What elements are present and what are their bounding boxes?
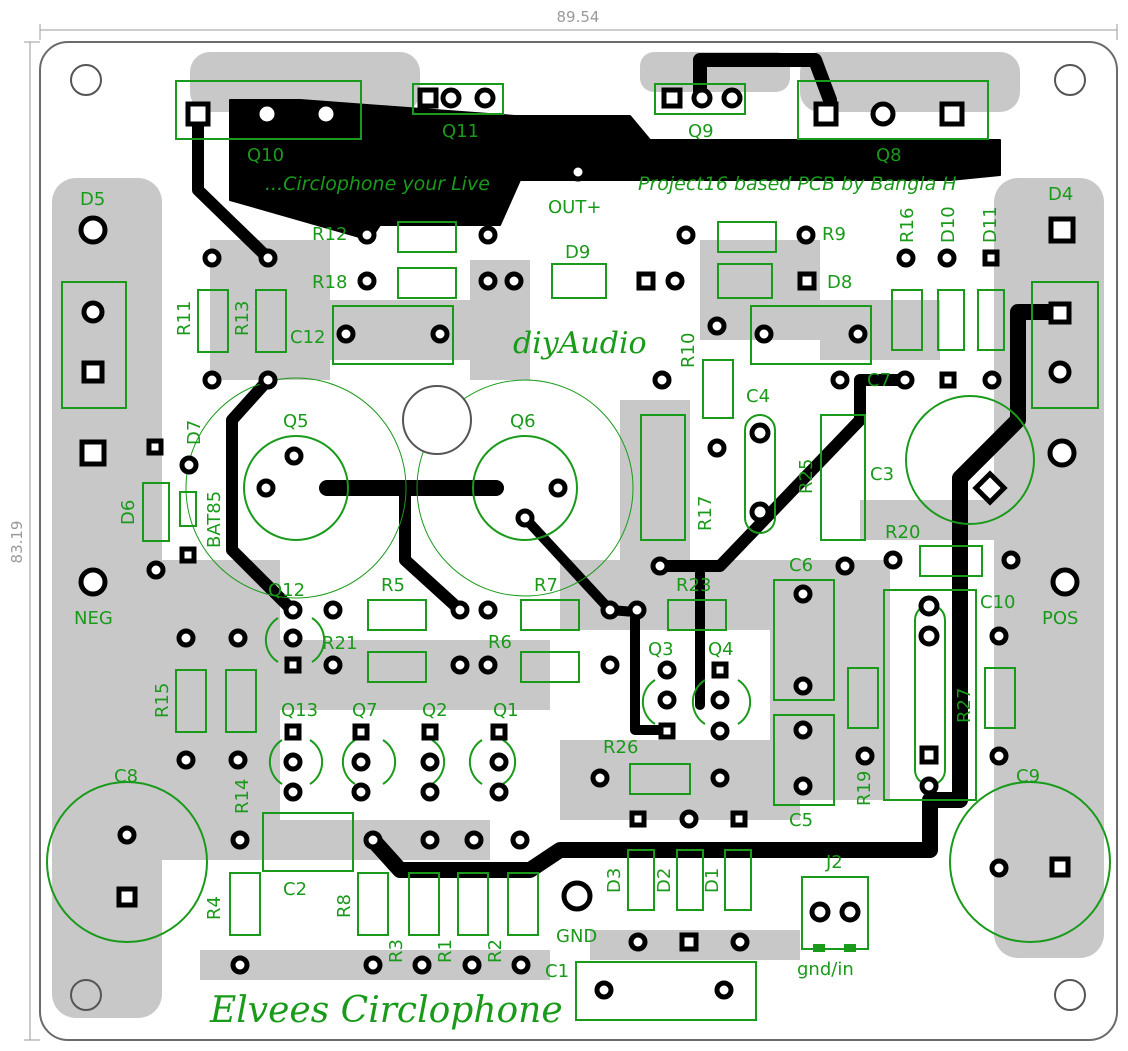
ref-r10: R10: [678, 333, 699, 368]
ref-r7: R7: [534, 575, 558, 596]
ref-r4: R4: [204, 896, 225, 920]
q8-outline: [797, 80, 989, 140]
ref-c10: C10: [980, 592, 1015, 613]
ref-q7: Q7: [352, 700, 378, 721]
ref-q11: Q11: [442, 121, 479, 142]
ref-d3: D3: [604, 868, 625, 893]
ref-r23: R23: [676, 575, 711, 596]
label-gnd: GND: [556, 926, 597, 947]
ref-d1: D1: [702, 868, 723, 893]
silkscreen-outlines: [46, 80, 1111, 1021]
ref-d6: D6: [118, 500, 139, 525]
dimension-lines: [24, 24, 1118, 1041]
height-dimension: 83.19: [8, 521, 26, 564]
ref-r17: R17: [695, 496, 716, 531]
ref-d9: D9: [565, 242, 590, 263]
ref-d8: D8: [827, 272, 852, 293]
board-texts: ...Circlophone your Live Project16 based…: [74, 173, 1078, 1031]
q5-body: [243, 435, 349, 541]
ref-d11: D11: [980, 206, 1001, 243]
d5-heatsink-outline: [61, 281, 127, 409]
label-bat85: BAT85: [204, 491, 225, 548]
c9-body: [949, 781, 1111, 943]
ref-d2: D2: [654, 868, 675, 893]
ref-r3: R3: [386, 939, 407, 963]
ref-c6: C6: [789, 555, 813, 576]
tagline-right: Project16 based PCB by Bangla H: [638, 173, 957, 195]
q6-body: [472, 435, 578, 541]
ref-r1: R1: [435, 939, 456, 963]
ref-r12: R12: [312, 224, 347, 245]
ref-q1: Q1: [493, 700, 519, 721]
ref-r13: R13: [232, 301, 253, 336]
ref-c5: C5: [789, 810, 813, 831]
d4-heatsink-outline: [1031, 281, 1099, 409]
ref-c7: C7: [867, 370, 891, 391]
ref-r19: R19: [854, 771, 875, 806]
ref-j2: J2: [825, 852, 843, 873]
ref-c12: C12: [290, 327, 325, 348]
ref-r5: R5: [381, 575, 405, 596]
mount-hole-top-right: [1054, 64, 1086, 96]
ref-r6: R6: [488, 632, 512, 653]
ref-q8: Q8: [876, 145, 902, 166]
ref-r27: R27: [954, 688, 975, 723]
ref-c9: C9: [1016, 766, 1040, 787]
ref-c1: C1: [545, 961, 569, 982]
ref-d4: D4: [1048, 184, 1073, 205]
ref-q13: Q13: [281, 700, 318, 721]
mount-hole-bottom-left: [70, 979, 102, 1011]
ref-c8: C8: [114, 766, 138, 787]
label-out: OUT+: [548, 197, 601, 218]
ref-r18: R18: [312, 272, 347, 293]
label-pos: POS: [1042, 608, 1078, 629]
q6-heatsink-ring: [416, 379, 634, 597]
ref-r21: R21: [322, 633, 357, 654]
c3-body: [905, 395, 1035, 525]
ref-d7: D7: [184, 420, 205, 445]
q10-outline: [175, 80, 362, 140]
ref-r2: R2: [485, 939, 506, 963]
q5-heatsink-ring: [185, 377, 407, 599]
c8-body: [46, 781, 208, 943]
ref-r8: R8: [334, 894, 355, 918]
ref-r25: R25: [796, 459, 817, 494]
ref-d10: D10: [938, 206, 959, 243]
ref-r11: R11: [174, 301, 195, 336]
ref-c4: C4: [746, 386, 770, 407]
ref-r20: R20: [885, 522, 920, 543]
ref-q4: Q4: [708, 639, 734, 660]
ref-q5: Q5: [283, 411, 309, 432]
ref-q9: Q9: [688, 121, 714, 142]
ref-c3: C3: [870, 464, 894, 485]
q11-outline: [412, 83, 504, 115]
ref-c2: C2: [283, 879, 307, 900]
board-title: Elvees Circlophone: [209, 990, 563, 1031]
q9-outline: [654, 83, 746, 115]
mount-hole-top-left: [70, 64, 102, 96]
reference-designators: Q10 Q11 Q9 Q8 D5 D4 R12 R9 R18 D9 D8 R16…: [80, 121, 1073, 982]
center-screw-icon: [402, 385, 472, 455]
ref-r15: R15: [152, 683, 173, 718]
label-neg: NEG: [74, 608, 113, 629]
ref-q6: Q6: [510, 411, 536, 432]
label-gnd-in: gnd/in: [797, 959, 854, 980]
ref-r26: R26: [603, 737, 638, 758]
tagline-left: ...Circlophone your Live: [265, 173, 490, 195]
ref-q12: Q12: [268, 580, 305, 601]
brand-logo: diyAudio: [513, 326, 647, 361]
ref-q2: Q2: [422, 700, 448, 721]
ref-q10: Q10: [247, 145, 284, 166]
mount-hole-bottom-right: [1054, 979, 1086, 1011]
ref-q3: Q3: [648, 639, 674, 660]
pads: [78, 87, 1080, 1000]
ref-r14: R14: [232, 779, 253, 814]
ref-r16: R16: [897, 208, 918, 243]
mounting-holes: [70, 64, 1086, 1011]
ref-r9: R9: [822, 224, 846, 245]
width-dimension: 89.54: [557, 8, 600, 26]
ref-d5: D5: [80, 189, 105, 210]
